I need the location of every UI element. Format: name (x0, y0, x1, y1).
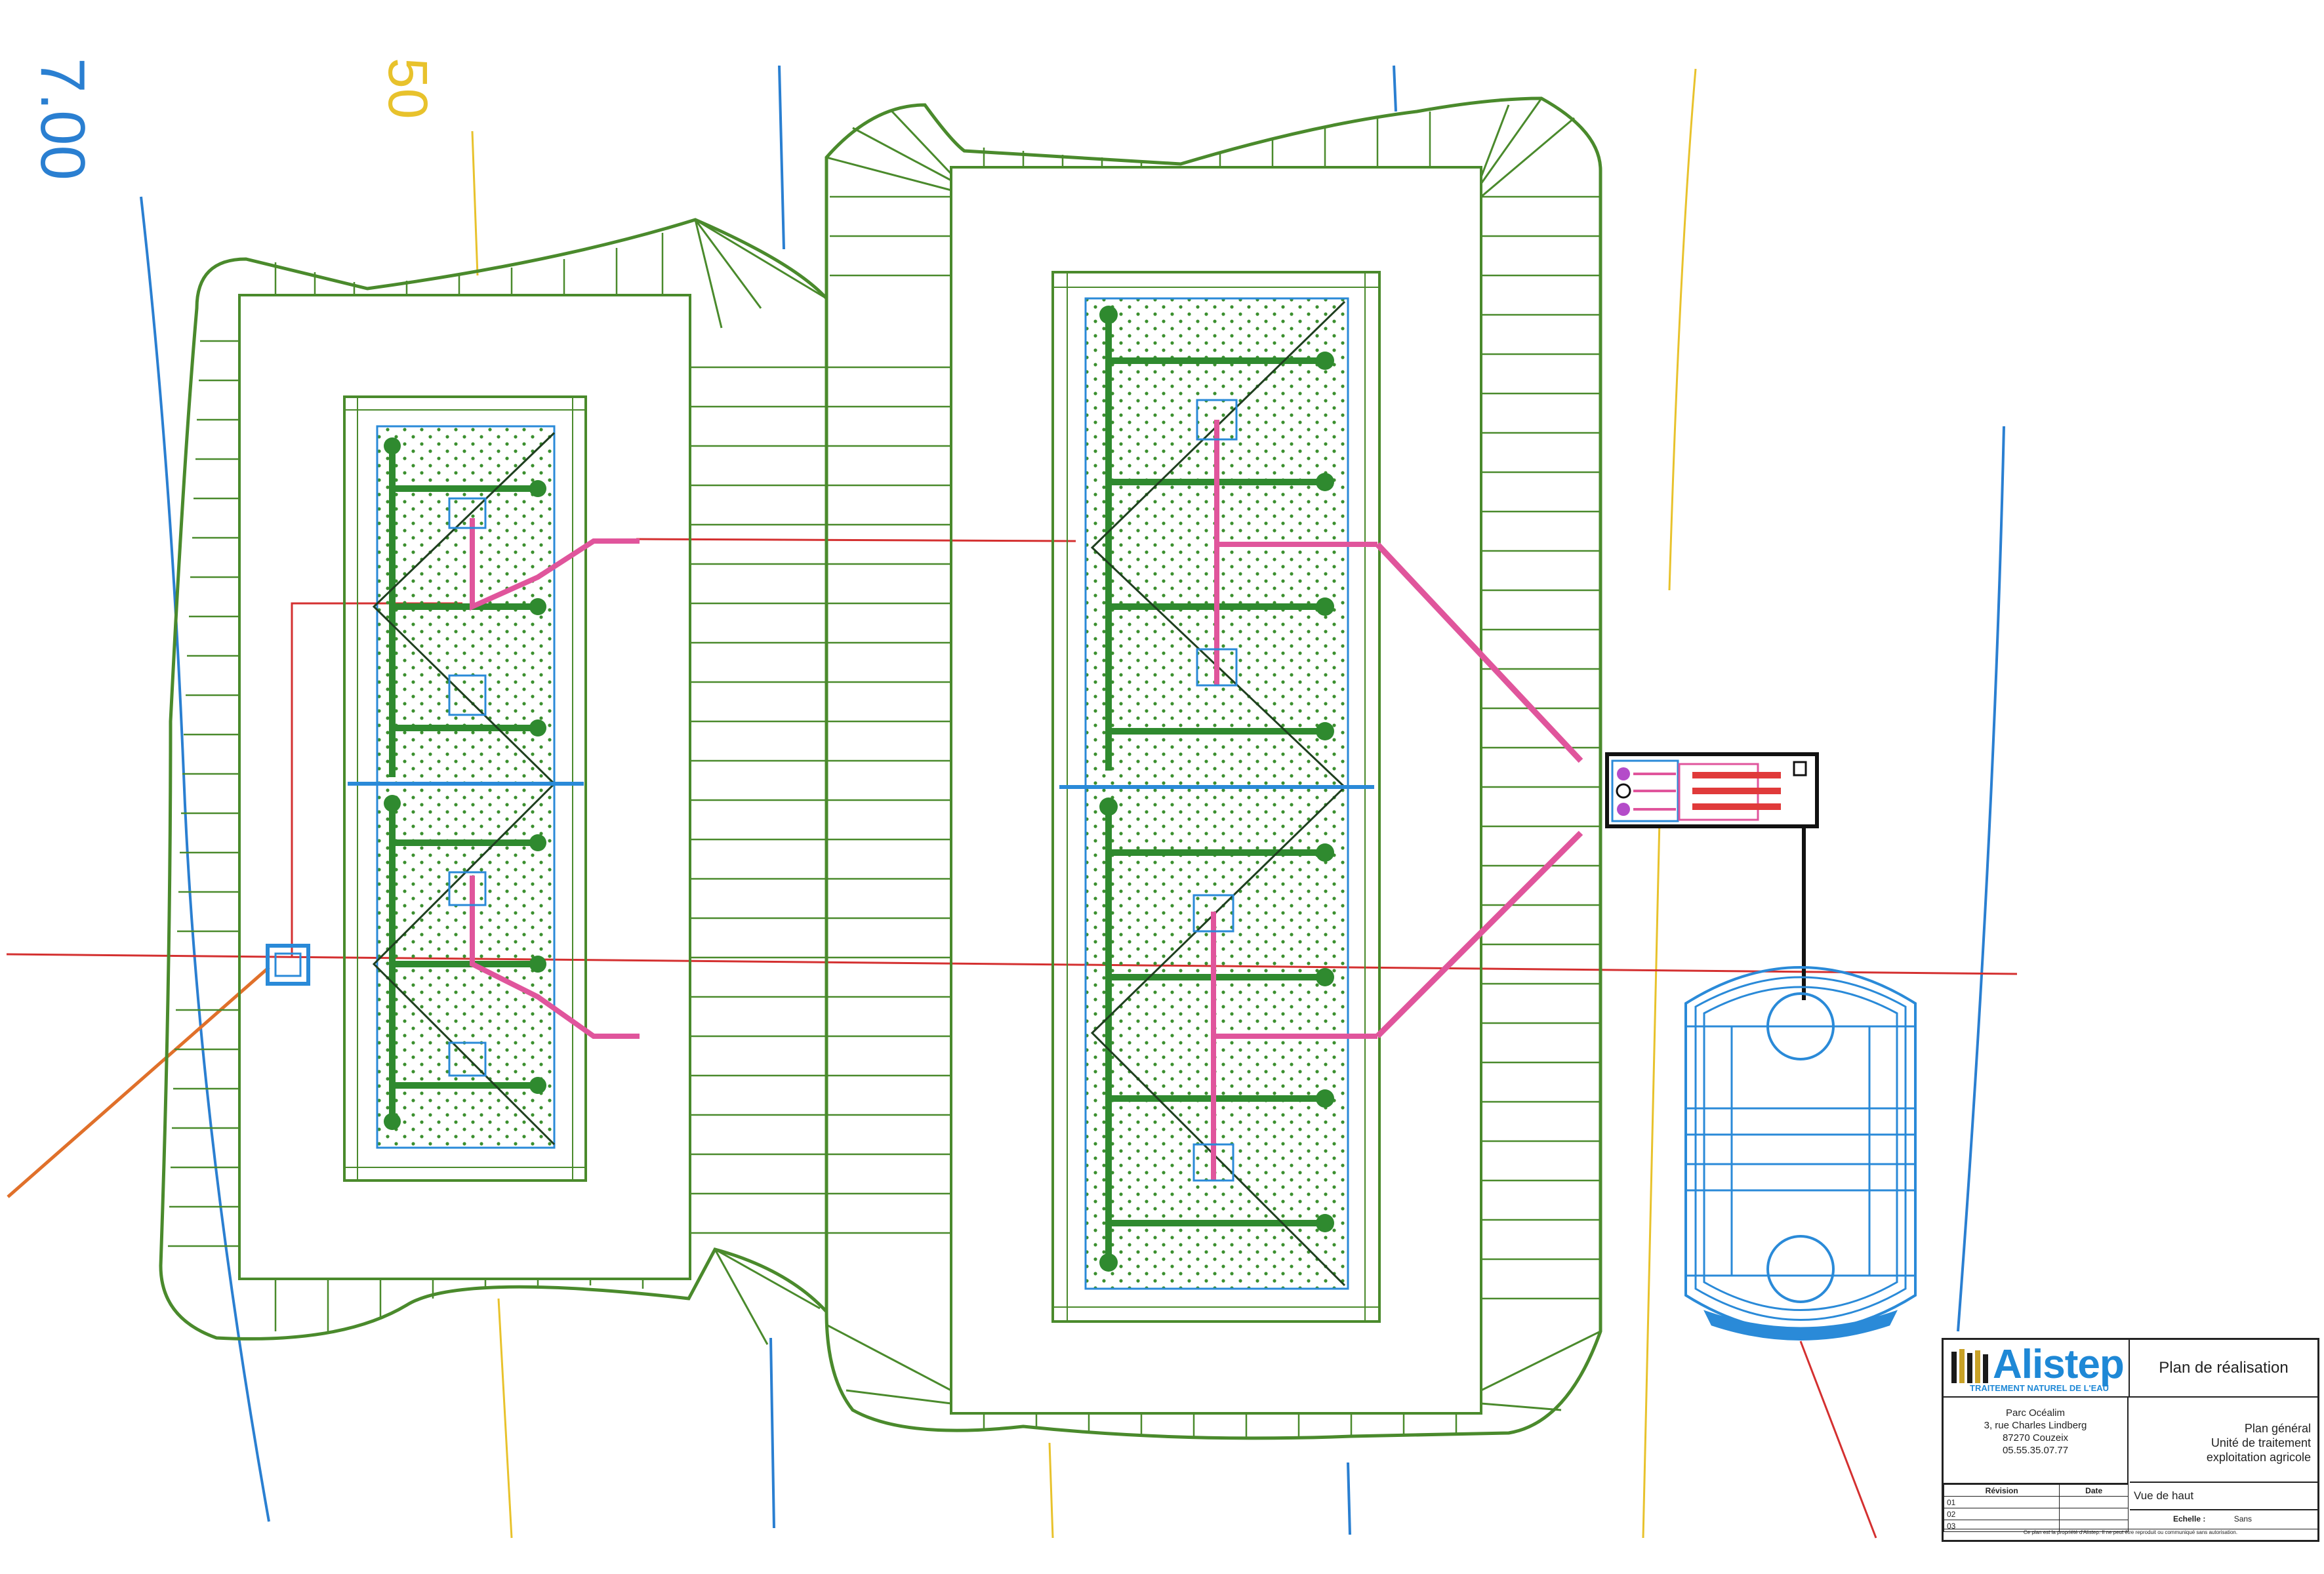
contour-label-blue: 7.00 (28, 58, 98, 180)
revision-header: Révision (1943, 1484, 2060, 1497)
contour-line-blue (1347, 1462, 1351, 1535)
contour-line-blue (1957, 426, 2005, 1332)
plan-description-line: exploitation agricole (2206, 1451, 2311, 1464)
address-phone: 05.55.35.07.77 (2002, 1445, 2069, 1456)
revision-table: Révision Date 01 02 03 (1943, 1483, 2129, 1532)
brand-name: Alistep (1993, 1342, 2125, 1387)
inlet-pipe-orange (7, 966, 270, 1198)
plan-description: Plan général Unité de traitement exploit… (2130, 1398, 2317, 1483)
contour-label-yellow: 50 (377, 58, 439, 119)
date-header: Date (2059, 1484, 2129, 1497)
revision-date (2059, 1508, 2129, 1520)
revision-date (2059, 1496, 2129, 1508)
filter-bed-east (1051, 271, 1381, 1323)
title-block: Alistep TRAITEMENT NATUREL DE L'EAU Plan… (1942, 1338, 2319, 1542)
contour-line-yellow (497, 1298, 513, 1539)
berm-crest-east (950, 166, 1482, 1415)
scale-row: Echelle : Sans (2130, 1512, 2317, 1527)
feed-line-red (636, 538, 1076, 542)
contour-line-blue (778, 65, 785, 250)
revision-number: 02 (1943, 1508, 2060, 1520)
axis-lines (6, 538, 2018, 1539)
berm-west (159, 218, 828, 1345)
inlet-chamber (266, 944, 310, 986)
company-address: Parc Océalim 3, rue Charles Lindberg 872… (1944, 1398, 2129, 1483)
contour-lines (140, 65, 2005, 1539)
contour-line-blue (140, 196, 270, 1522)
gravel-bed-west (376, 425, 556, 1149)
plan-description-line: Plan général (2244, 1422, 2311, 1435)
scale-value: Sans (2233, 1514, 2253, 1524)
contour-line-yellow (1668, 68, 1697, 591)
drawing-title: Plan de réalisation (2130, 1340, 2317, 1398)
contour-line-yellow (1048, 1442, 1054, 1539)
revision-number: 01 (1943, 1496, 2060, 1508)
berm-east (825, 96, 1602, 1440)
feed-pipes-pink (1375, 542, 1583, 1039)
address-line: 87270 Couzeix (2002, 1432, 2069, 1443)
logo-reeds-icon (1951, 1349, 1988, 1383)
view-type: Vue de haut (2130, 1484, 2317, 1510)
contour-line-yellow (1642, 819, 1661, 1539)
plan-description-line: Unité de traitement (2211, 1436, 2311, 1449)
address-line: Parc Océalim (2005, 1407, 2066, 1419)
contour-line-blue (769, 1337, 775, 1529)
contour-line-blue (1393, 65, 1397, 112)
company-logo: Alistep TRAITEMENT NATUREL DE L'EAU (1944, 1340, 2130, 1398)
brand-tagline: TRAITEMENT NATUREL DE L'EAU (1970, 1383, 2110, 1393)
scale-label: Echelle : (2173, 1514, 2206, 1524)
berm-crest-west (238, 294, 691, 1280)
outlet-line-red (1799, 1341, 1877, 1539)
contour-line-yellow (471, 131, 479, 276)
lifting-station (1605, 752, 1819, 1000)
filter-bed-west (343, 395, 640, 1182)
copyright-note: Ce plan est la propriété d'Alistep. Il n… (1944, 1529, 2317, 1541)
storage-tank (1684, 966, 1917, 1341)
address-line: 3, rue Charles Lindberg (1984, 1420, 2087, 1431)
axis-line-red (6, 953, 2018, 975)
inter-berm-slope (690, 366, 951, 1234)
